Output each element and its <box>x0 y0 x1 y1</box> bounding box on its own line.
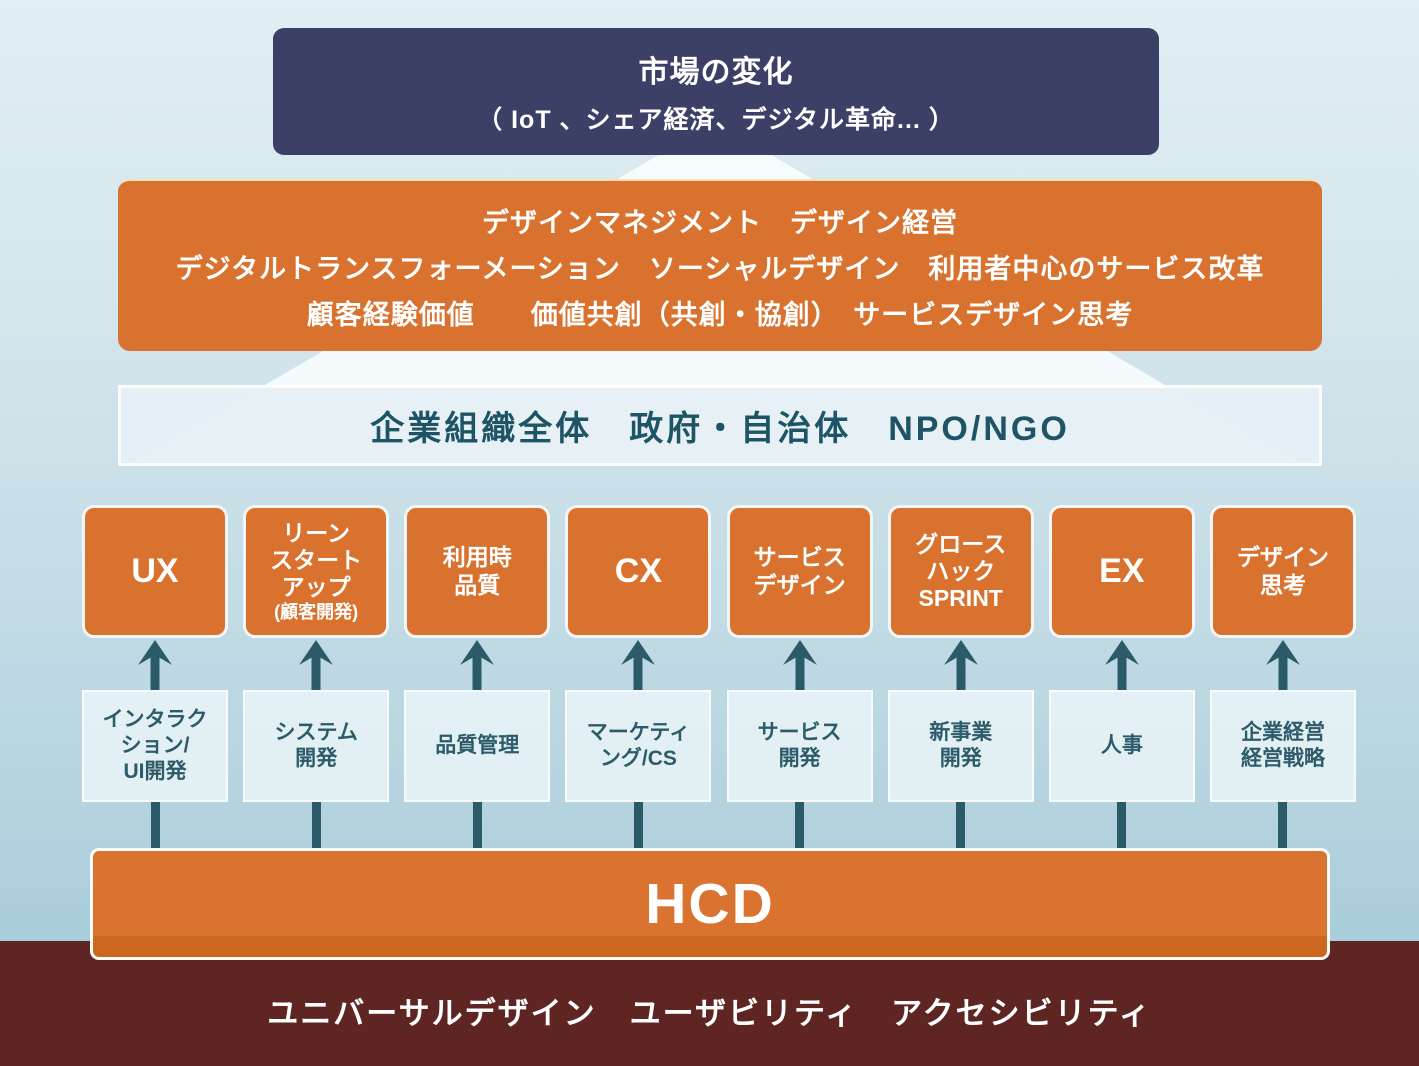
method-label: サービス デザイン <box>753 544 846 598</box>
method-label: CX <box>614 552 663 591</box>
method-box-quality-in-use: 利用時 品質 <box>404 505 551 638</box>
method-box-service-design: サービス デザイン <box>726 505 873 638</box>
connector-line <box>956 802 966 848</box>
foundation-band: ユニバーサルデザイン ユーザビリティ アクセシビリティ <box>0 941 1419 1066</box>
connector-line <box>1278 802 1288 848</box>
method-box-lean-startup: リーン スタート アップ (顧客開発) <box>243 505 390 638</box>
department-box: 企業経営 経営戦略 <box>1209 690 1356 802</box>
column-growth-hack: グロース ハック SPRINT 新事業 開発 <box>887 505 1034 848</box>
method-department-columns: UX インタラク ション/ UI開発 リーン スタート アップ (顧客開発) シ… <box>82 505 1356 848</box>
method-sub-label: (顧客開発) <box>274 601 359 622</box>
up-arrow-icon <box>616 638 660 690</box>
department-box: マーケティ ング/CS <box>565 690 712 802</box>
connector-line <box>311 802 321 848</box>
up-arrow-icon <box>133 638 177 690</box>
hcd-label: HCD <box>645 872 775 936</box>
department-box: インタラク ション/ UI開発 <box>82 690 228 802</box>
design-management-line: 顧客経験価値 価値共創（共創・協創） サービスデザイン思考 <box>306 299 1134 330</box>
method-label: デザイン 思考 <box>1236 544 1329 598</box>
up-arrow-icon <box>939 638 983 690</box>
method-label: EX <box>1099 552 1145 591</box>
design-management-box: デザインマネジメント デザイン経営 デジタルトランスフォーメーション ソーシャル… <box>118 179 1322 351</box>
department-box: システム 開発 <box>243 690 390 802</box>
up-arrow-icon <box>294 638 338 690</box>
design-management-line: デザインマネジメント デザイン経営 <box>482 207 958 238</box>
connector-line <box>472 802 482 848</box>
method-box-cx: CX <box>565 505 712 638</box>
department-box: サービス 開発 <box>726 690 873 802</box>
column-ux: UX インタラク ション/ UI開発 <box>82 505 228 848</box>
method-label: 利用時 品質 <box>442 544 512 598</box>
up-arrow-icon <box>1100 638 1144 690</box>
market-change-subtitle: （ IoT 、シェア経済、デジタル革命... ） <box>477 106 955 134</box>
connector-line <box>150 802 160 848</box>
method-box-design-thinking: デザイン 思考 <box>1209 505 1356 638</box>
up-arrow-icon <box>778 638 822 690</box>
method-box-ux: UX <box>82 505 228 638</box>
department-box: 人事 <box>1048 690 1195 802</box>
up-arrow-icon <box>1261 638 1305 690</box>
connector-line <box>633 802 643 848</box>
foundation-label: ユニバーサルデザイン ユーザビリティ アクセシビリティ <box>267 996 1152 1031</box>
market-change-title: 市場の変化 <box>638 56 794 89</box>
column-design-thinking: デザイン 思考 企業経営 経営戦略 <box>1209 505 1356 848</box>
column-service-design: サービス デザイン サービス 開発 <box>726 505 873 848</box>
column-ex: EX 人事 <box>1048 505 1195 848</box>
organization-box: 企業組織全体 政府・自治体 NPO/NGO <box>118 385 1322 466</box>
department-box: 品質管理 <box>404 690 551 802</box>
connector-line <box>795 802 805 848</box>
connector-line <box>1117 802 1127 848</box>
column-quality-in-use: 利用時 品質 品質管理 <box>404 505 551 848</box>
design-management-line: デジタルトランスフォーメーション ソーシャルデザイン 利用者中心のサービス改革 <box>175 253 1265 284</box>
department-box: 新事業 開発 <box>887 690 1034 802</box>
hcd-bar: HCD <box>90 848 1330 960</box>
organization-label: 企業組織全体 政府・自治体 NPO/NGO <box>370 410 1070 448</box>
column-cx: CX マーケティ ング/CS <box>565 505 712 848</box>
method-box-ex: EX <box>1048 505 1195 638</box>
method-label: グロース ハック SPRINT <box>915 530 1007 612</box>
column-lean-startup: リーン スタート アップ (顧客開発) システム 開発 <box>243 505 390 848</box>
method-box-growth-hack: グロース ハック SPRINT <box>887 505 1034 638</box>
up-arrow-icon <box>455 638 499 690</box>
method-label: UX <box>131 552 179 591</box>
market-change-box: 市場の変化 （ IoT 、シェア経済、デジタル革命... ） <box>273 28 1159 155</box>
method-label: リーン スタート アップ <box>270 519 363 600</box>
